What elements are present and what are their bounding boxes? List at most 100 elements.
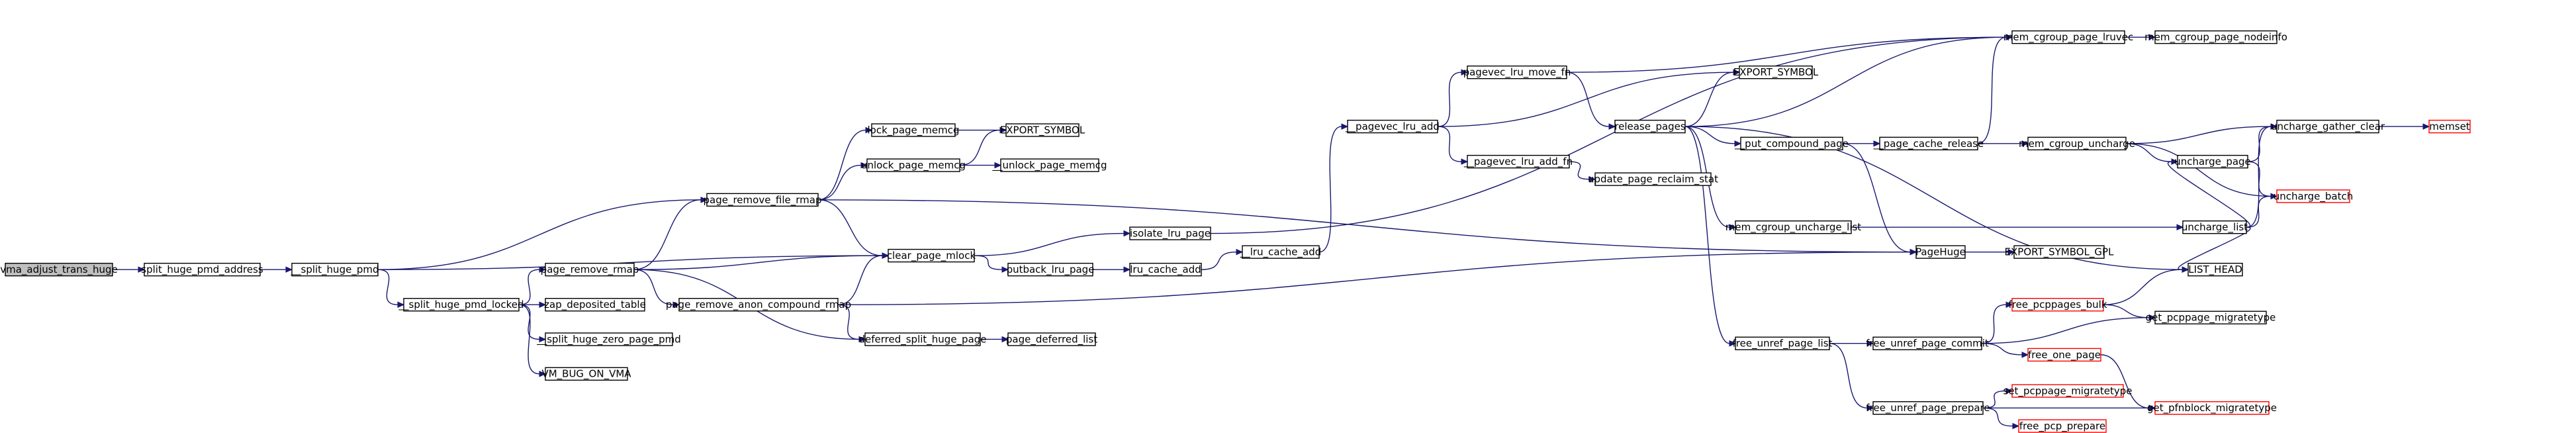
call-edge-free_one_page-to-get_pfnblock_migratetype <box>2100 354 2150 409</box>
node-box <box>888 248 975 263</box>
function-node-update-page-reclaim-stat[interactable]: update_page_reclaim_stat <box>1588 172 1718 186</box>
arrowhead <box>1608 123 1616 130</box>
node-box <box>5 262 113 277</box>
function-node-free-pcppages-bulk[interactable]: free_pcppages_bulk <box>2008 298 2107 312</box>
function-node-split-huge-pmd[interactable]: __split_huge_pmd <box>291 262 379 277</box>
function-node-EXPORT-SYMBOL-GPL[interactable]: EXPORT_SYMBOL_GPL <box>2005 245 2115 259</box>
node-label: LIST_HEAD <box>2188 264 2242 276</box>
function-node-set-pcppage-migratetype[interactable]: set_pcppage_migratetype <box>2003 384 2133 398</box>
function-node-pagevec-lru-move-fn[interactable]: pagevec_lru_move_fn <box>1463 65 1571 79</box>
node-label: lru_cache_add <box>1130 264 1201 276</box>
function-node-page-remove-anon-compound-rmap[interactable]: page_remove_anon_compound_rmap <box>666 298 851 312</box>
arrowhead <box>285 266 293 273</box>
node-box <box>2154 401 2270 415</box>
call-edge-page_remove_rmap-to-page_remove_anon_compound_rmap <box>633 269 674 305</box>
arrowhead <box>397 301 405 308</box>
node-label: mem_cgroup_uncharge_list <box>1725 221 1862 234</box>
function-node-LIST-HEAD[interactable]: LIST_HEAD <box>2187 262 2243 277</box>
call-edge-__put_compound_page-to-PageHuge <box>1842 143 1911 253</box>
function-node-clear-page-mlock[interactable]: clear_page_mlock <box>887 248 976 263</box>
node-label: get_pfnblock_migratetype <box>2147 402 2277 414</box>
node-label: __put_compound_page <box>1734 138 1849 150</box>
function-node-putback-lru-page[interactable]: putback_lru_page <box>1007 262 1095 277</box>
node-box <box>1740 136 1843 151</box>
node-box <box>1594 172 1712 186</box>
function-node-mem-cgroup-page-lruvec[interactable]: mem_cgroup_page_lruvec <box>2003 30 2133 44</box>
function-node-uncharge-list[interactable]: uncharge_list <box>2182 220 2248 234</box>
function-node-free-pcp-prepare[interactable]: free_pcp_prepare <box>2018 419 2107 433</box>
function-node-page-cache-release[interactable]: __page_cache_release <box>1873 136 1984 151</box>
node-box <box>2154 30 2277 44</box>
arrowhead <box>1461 158 1469 165</box>
node-box <box>2182 220 2247 234</box>
function-node-split-huge-zero-page-pmd[interactable]: __split_huge_zero_page_pmd <box>536 332 681 346</box>
node-box <box>866 158 960 172</box>
function-node-PageHuge[interactable]: PageHuge <box>1915 245 1966 259</box>
function-node-mem-cgroup-page-nodeinfo[interactable]: mem_cgroup_page_nodeinfo <box>2144 30 2287 44</box>
node-box <box>678 298 839 312</box>
node-label: __split_huge_pmd_locked <box>398 299 524 311</box>
function-node-pagevec-lru-add[interactable]: __pagevec_lru_add <box>1345 119 1440 134</box>
function-node-EXPORT-SYMBOL-1[interactable]: EXPORT_SYMBOL <box>1000 123 1085 137</box>
function-node-lru-cache-add[interactable]: lru_cache_add <box>1129 262 1202 277</box>
function-node-free-unref-page-list[interactable]: free_unref_page_list <box>1733 336 1833 350</box>
node-label: EXPORT_SYMBOL <box>1000 124 1085 137</box>
function-node-get-pcppage-migratetype[interactable]: get_pcppage_migratetype <box>2146 311 2276 324</box>
function-node-page-remove-rmap[interactable]: page_remove_rmap <box>541 262 639 277</box>
arrowhead <box>1729 224 1737 230</box>
function-node-zap-deposited-table[interactable]: zap_deposited_table <box>544 298 646 312</box>
function-node-mem-cgroup-uncharge-list[interactable]: mem_cgroup_uncharge_list <box>1725 220 1862 234</box>
function-node-isolate-lru-page[interactable]: isolate_lru_page <box>1129 226 1211 240</box>
call-edge-uncharge_page-to-uncharge_batch <box>2247 161 2272 197</box>
call-edge-mem_cgroup_uncharge-to-uncharge_batch <box>2125 143 2272 197</box>
function-node-get-pfnblock-migratetype[interactable]: get_pfnblock_migratetype <box>2147 401 2277 415</box>
function-node-vma-adjust-trans-huge[interactable]: vma_adjust_trans_huge <box>0 262 118 277</box>
function-node-unlock-page-memcg[interactable]: unlock_page_memcg <box>861 158 966 172</box>
function-node-VM-BUG-ON-VMA[interactable]: VM_BUG_ON_VMA <box>541 367 631 381</box>
arrowhead <box>1866 405 1874 411</box>
call-edge-free_unref_page_prepare-to-free_pcp_prepare <box>1982 407 2013 427</box>
arrowhead <box>2005 301 2013 308</box>
node-box <box>403 298 520 312</box>
call-nodes: vma_adjust_trans_huge split_huge_pmd_addr… <box>0 30 2471 433</box>
function-node-split-huge-pmd-address[interactable]: split_huge_pmd_address <box>141 262 263 277</box>
call-edge-page_remove_rmap-to-page_remove_file_rmap <box>633 199 702 270</box>
arrowhead <box>2148 34 2156 40</box>
function-node-lock-page-memcg[interactable]: lock_page_memcg <box>868 123 960 137</box>
function-node-lru-cache-add[interactable]: __lru_cache_add <box>1240 245 1322 259</box>
function-node-page-deferred-list[interactable]: page_deferred_list <box>1006 332 1097 346</box>
arrowhead <box>1236 248 1244 256</box>
node-box <box>144 262 261 277</box>
function-node-uncharge-page[interactable]: uncharge_page <box>2174 154 2251 169</box>
function-node-EXPORT-SYMBOL-2[interactable]: EXPORT_SYMBOL <box>1733 65 1819 79</box>
node-label: uncharge_page <box>2174 156 2251 168</box>
function-node-mem-cgroup-uncharge[interactable]: mem_cgroup_uncharge <box>2019 136 2135 151</box>
node-label: page_remove_rmap <box>541 264 639 276</box>
node-box <box>1872 336 1982 350</box>
function-node-uncharge-gather-clear[interactable]: uncharge_gather_clear <box>2271 119 2385 134</box>
function-node-pagevec-lru-add-fn[interactable]: __pagevec_lru_add_fn <box>1463 154 1573 169</box>
function-node-memset[interactable]: memset <box>2428 119 2471 134</box>
node-box <box>706 193 819 207</box>
node-box <box>2011 298 2104 312</box>
function-node-unlock-page-memcg[interactable]: __unlock_page_memcg <box>992 158 1107 172</box>
node-label: VM_BUG_ON_VMA <box>541 368 631 381</box>
function-node-split-huge-pmd-locked[interactable]: __split_huge_pmd_locked <box>398 298 524 312</box>
node-label: unlock_page_memcg <box>861 160 966 172</box>
function-node-free-unref-page-commit[interactable]: free_unref_page_commit <box>1866 336 1989 350</box>
function-node-release-pages[interactable]: release_pages <box>1614 119 1686 134</box>
function-node-put-compound-page[interactable]: __put_compound_page <box>1734 136 1849 151</box>
function-node-free-one-page[interactable]: free_one_page <box>2027 348 2101 362</box>
function-node-deferred-split-huge-page[interactable]: deferred_split_huge_page <box>858 332 987 346</box>
arrowhead <box>999 126 1007 134</box>
call-edge-uncharge_page-to-uncharge_gather_clear <box>2247 126 2272 162</box>
arrowhead <box>539 266 547 273</box>
function-node-uncharge-batch[interactable]: uncharge_batch <box>2274 189 2353 203</box>
function-node-free-unref-page-prepare[interactable]: free_unref_page_prepare <box>1866 401 1990 415</box>
node-label: uncharge_gather_clear <box>2271 120 2385 133</box>
function-node-page-remove-file-rmap[interactable]: page_remove_file_rmap <box>704 193 822 207</box>
arrowhead <box>994 162 1002 169</box>
node-box <box>1735 220 1852 234</box>
arrowhead <box>1734 140 1742 147</box>
